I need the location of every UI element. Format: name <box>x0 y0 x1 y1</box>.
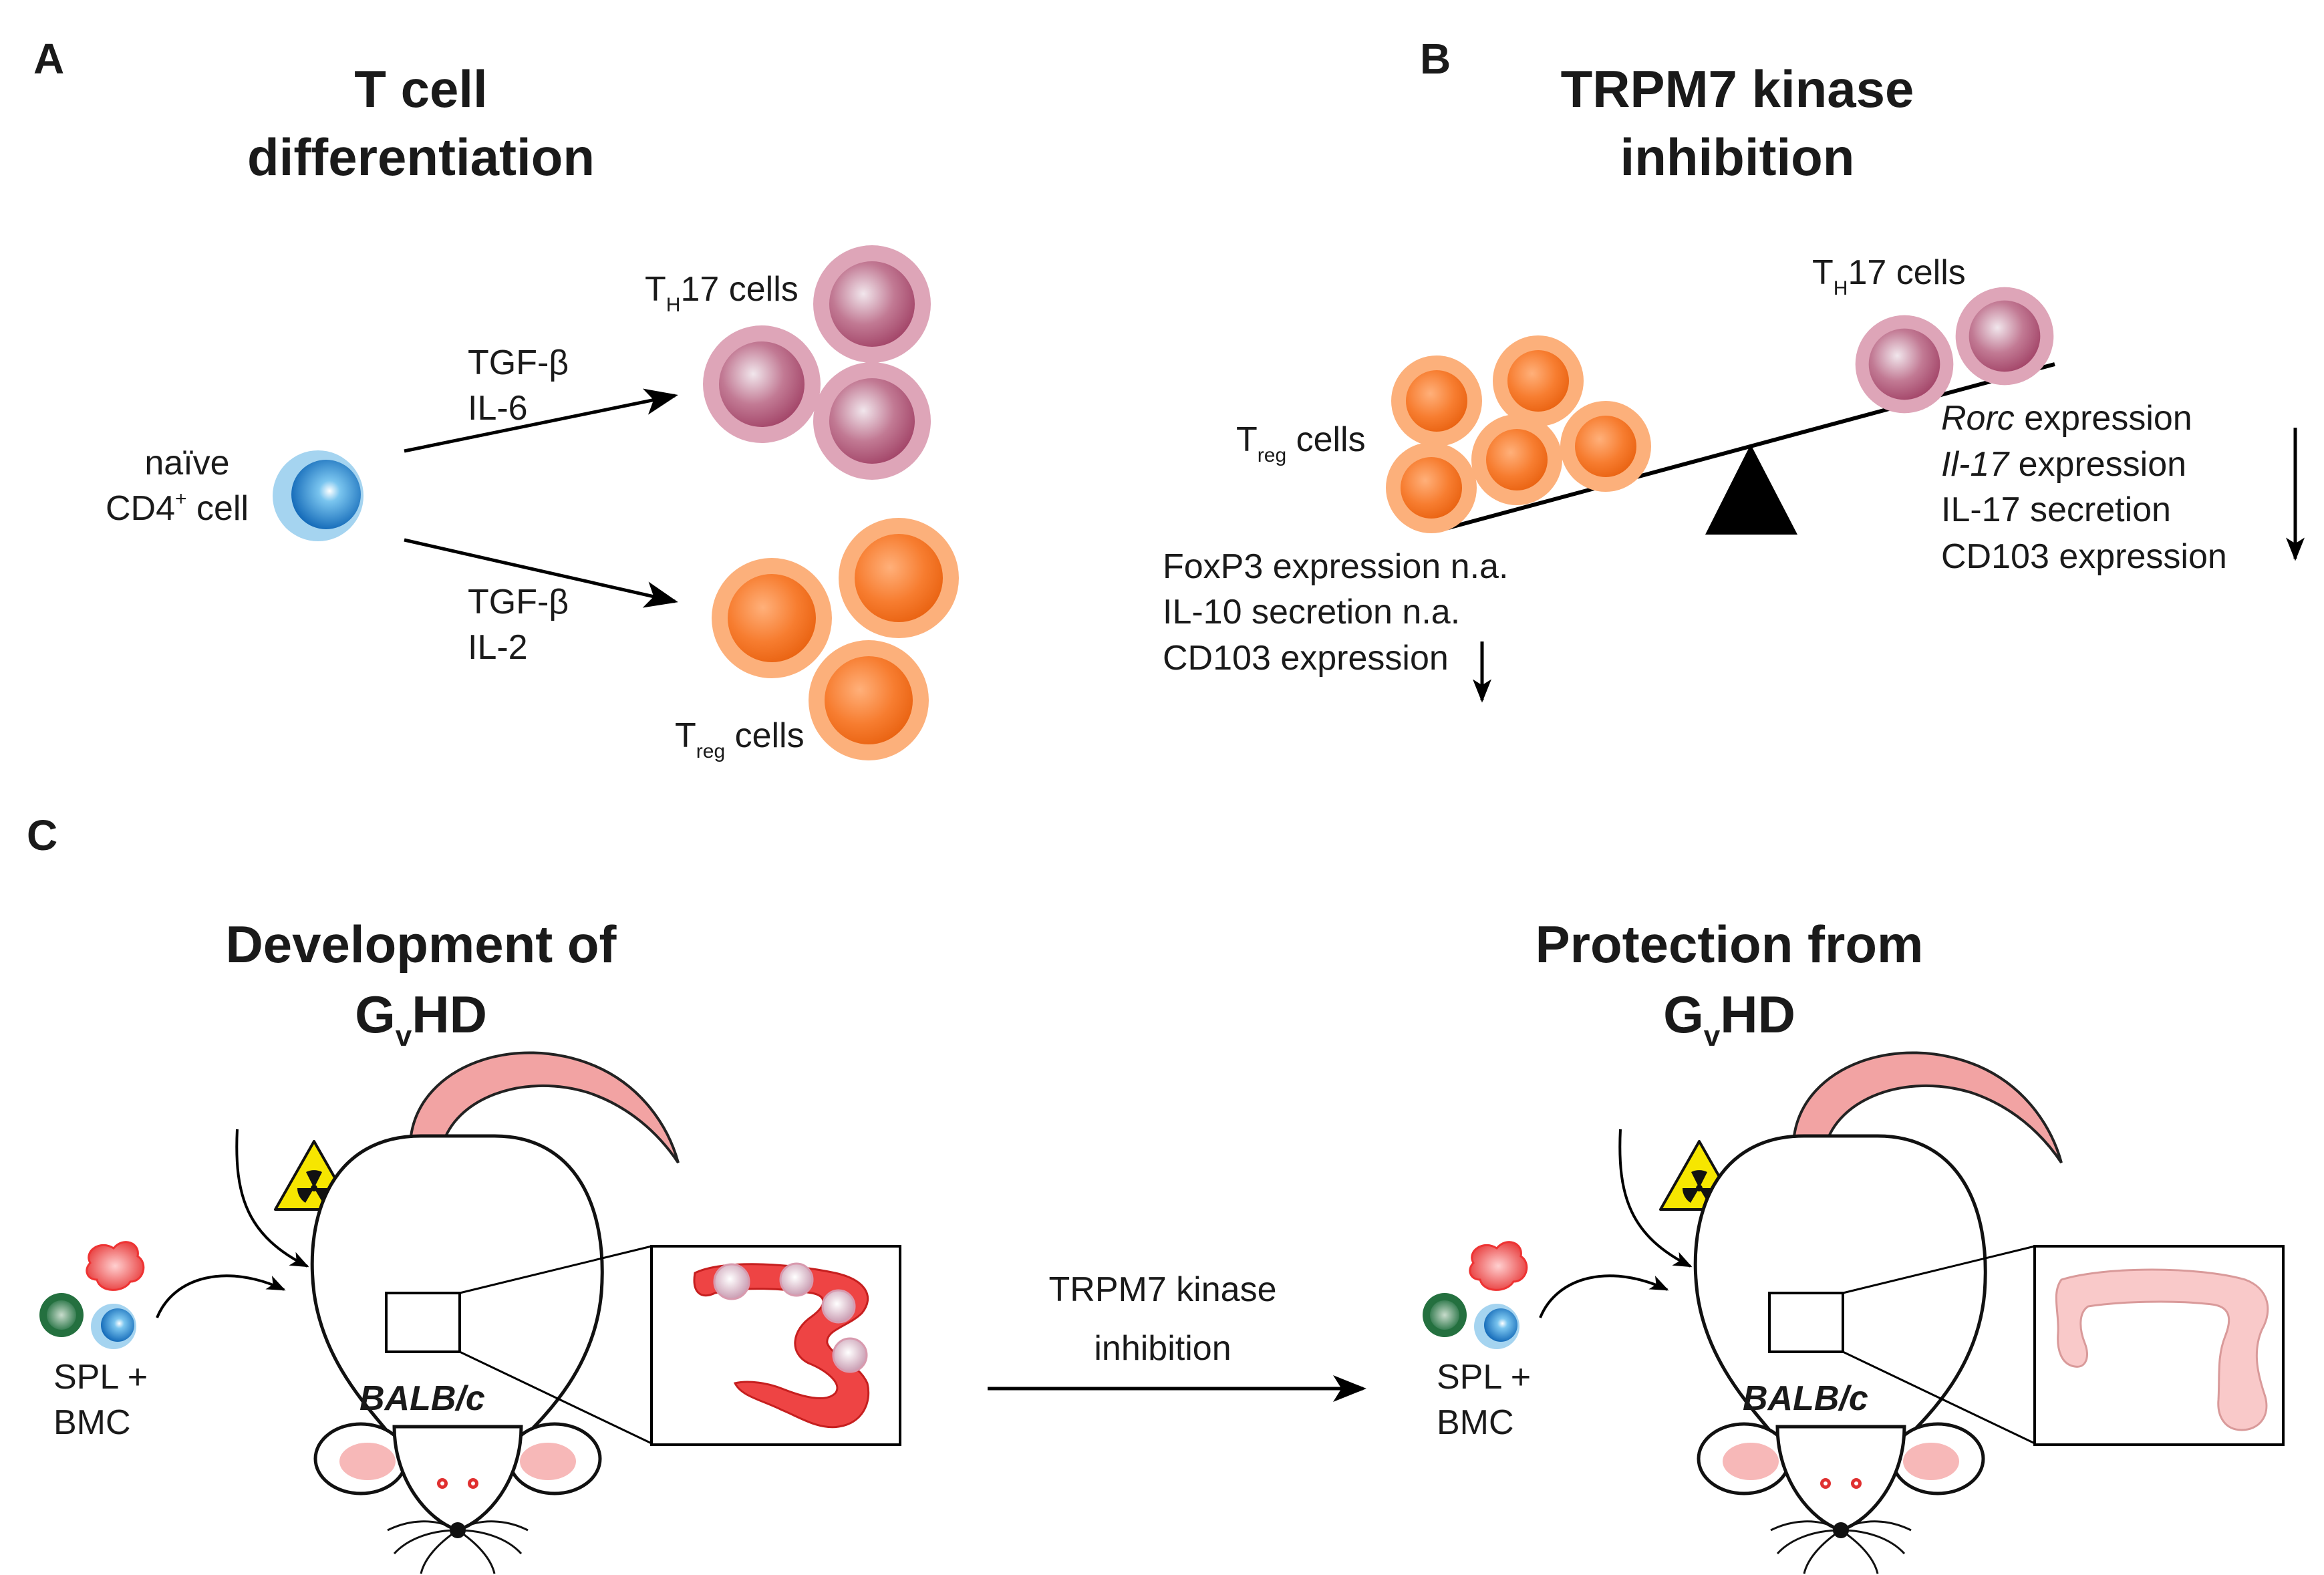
injection-arrow <box>156 1274 286 1318</box>
colon-diseased <box>693 1262 870 1429</box>
treg-cell <box>1493 335 1584 426</box>
treg-cell <box>839 518 959 638</box>
treg-label-a: Treg cells <box>675 716 805 762</box>
cells-label-line2: BMC <box>1437 1403 1514 1442</box>
zoom-box <box>385 1292 461 1353</box>
arrow-down-label-line1: TGF-β <box>468 583 569 621</box>
treg-cell <box>1560 401 1651 492</box>
right-scene: SPL + BMC BALB/c <box>1423 1052 2285 1574</box>
th17-label-b: TH17 cells <box>1812 253 1966 299</box>
arrow-label-line2: inhibition <box>1094 1329 1231 1368</box>
panel-c: C Development of GvHD Protection from Gv… <box>27 811 2285 1574</box>
right-list-item-2: Il-17 expression <box>1941 445 2186 484</box>
treg-label-b: Treg cells <box>1236 420 1366 466</box>
mouse-illustration <box>312 1052 678 1574</box>
right-title-line1: Protection from <box>1536 915 1924 974</box>
panel-b: B TRPM7 kinase inhibition Treg cells TH1… <box>1163 35 2305 703</box>
arrow-up-label-line1: TGF-β <box>468 343 569 382</box>
naive-label-line2: CD4+ cell <box>106 488 249 528</box>
panel-a: A T cell differentiation naïve CD4+ cell… <box>33 35 959 762</box>
cells-label-line2: BMC <box>53 1403 131 1442</box>
th17-cell <box>703 325 821 443</box>
left-list-item-1: FoxP3 expression n.a. <box>1163 547 1508 586</box>
right-title-line2: GvHD <box>1663 985 1795 1052</box>
treg-cell <box>1471 414 1562 505</box>
zoom-box <box>1768 1292 1844 1353</box>
mouse-strain-label: BALB/c <box>359 1379 485 1418</box>
injection-arrow <box>1539 1274 1669 1318</box>
left-title-line1: Development of <box>225 915 617 974</box>
irradiation-arrow <box>1618 1129 1693 1268</box>
arrow-down-label-line2: IL-2 <box>468 628 528 667</box>
th17-cell <box>1855 315 1954 414</box>
th17-label-a: TH17 cells <box>645 270 798 316</box>
cell-mix-icon <box>39 1241 145 1349</box>
left-scene: SPL + BMC BALB/c <box>39 1052 901 1574</box>
irradiation-arrow <box>235 1129 309 1268</box>
th17-cell <box>813 245 931 363</box>
colon-healthy <box>2055 1268 2269 1431</box>
right-list-item-4: CD103 expression <box>1941 537 2227 576</box>
arrow-to-th17 <box>404 388 678 453</box>
cells-label-line1: SPL + <box>1437 1358 1531 1397</box>
naive-cd4-cell <box>273 450 364 541</box>
treg-cell <box>712 558 832 678</box>
panel-a-title-line1: T cell <box>354 59 487 118</box>
right-list-item-3: IL-17 secretion <box>1941 490 2171 529</box>
right-list-item-1: Rorc expression <box>1941 399 2192 438</box>
left-title-line2: GvHD <box>355 985 487 1052</box>
treg-cell <box>1391 355 1482 446</box>
treg-cell <box>1386 442 1477 533</box>
seesaw-beam <box>1443 362 2055 531</box>
cell-mix-icon <box>1423 1241 1528 1349</box>
mouse-illustration <box>1695 1052 2061 1574</box>
left-list-item-3: CD103 expression <box>1163 639 1449 678</box>
panel-b-title-line1: TRPM7 kinase <box>1561 59 1914 118</box>
mouse-strain-label: BALB/c <box>1743 1379 1868 1418</box>
cells-label-line1: SPL + <box>53 1358 148 1397</box>
panel-b-letter: B <box>1420 35 1451 83</box>
panel-b-title-line2: inhibition <box>1620 128 1855 186</box>
arrow-up-label-line2: IL-6 <box>468 389 528 428</box>
arrow-to-treg <box>404 538 678 608</box>
naive-label-line1: naïve <box>144 444 229 482</box>
left-list-item-2: IL-10 secretion n.a. <box>1163 593 1460 631</box>
th17-cell <box>1955 287 2054 386</box>
panel-c-letter: C <box>27 811 57 859</box>
seesaw-fulcrum <box>1705 444 1797 535</box>
arrow-label-line1: TRPM7 kinase <box>1049 1270 1277 1309</box>
panel-a-title-line2: differentiation <box>247 128 595 186</box>
treg-cell <box>809 640 929 760</box>
panel-a-letter: A <box>33 35 64 83</box>
th17-cell <box>813 362 931 480</box>
